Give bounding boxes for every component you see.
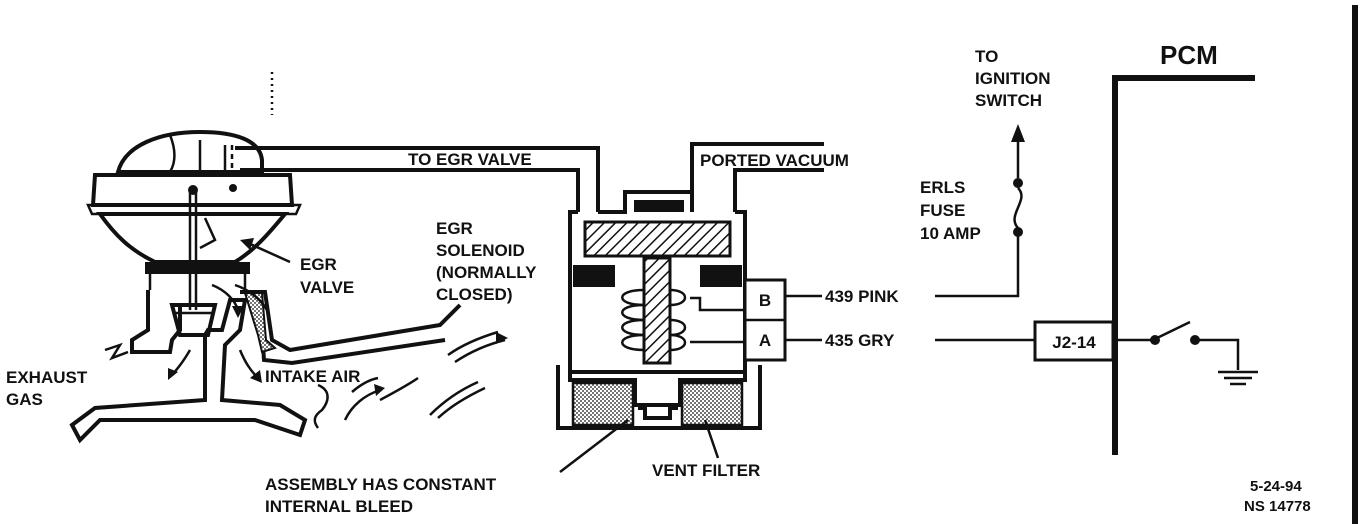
flow-arrows xyxy=(104,72,508,429)
egr-solenoid-label-1: EGR xyxy=(436,219,473,238)
erls-fuse-label-3: 10 AMP xyxy=(920,224,981,243)
connector-label: J2-14 xyxy=(1052,333,1096,352)
vent-filter-left xyxy=(571,381,635,427)
exhaust-gas-label-2: GAS xyxy=(6,390,43,409)
up-arrow-icon xyxy=(1011,124,1025,142)
intake-passage xyxy=(240,290,462,366)
egr-solenoid-label-2: SOLENOID xyxy=(436,241,525,260)
egr-solenoid-label-4: CLOSED) xyxy=(436,285,513,304)
egr-solenoid: B A xyxy=(556,190,787,430)
wire-pink-label: 439 PINK xyxy=(825,287,899,306)
assembly-bleed-label-1: ASSEMBLY HAS CONSTANT xyxy=(265,475,497,494)
to-ignition-label-1: TO xyxy=(975,47,998,66)
date-label: 5-24-94 xyxy=(1250,478,1302,495)
wire-439-pink xyxy=(785,236,1020,298)
terminal-a-label: A xyxy=(759,331,771,350)
solenoid-plunger xyxy=(642,256,672,365)
exhaust-passage xyxy=(69,290,308,444)
vacuum-hose-ported xyxy=(690,142,824,212)
intake-air-label: INTAKE AIR xyxy=(265,367,360,386)
solenoid-armature xyxy=(583,220,732,258)
vent-filter-label: VENT FILTER xyxy=(652,461,760,480)
ref-number-label: NS 14778 xyxy=(1244,498,1311,515)
pcm xyxy=(1112,75,1258,455)
ported-vacuum-label: PORTED VACUUM xyxy=(700,151,849,170)
pcm-connector: J2-14 xyxy=(1033,320,1115,362)
wire-gry-label: 435 GRY xyxy=(825,331,895,350)
to-ignition-label-2: IGNITION xyxy=(975,69,1051,88)
bottom-leaders xyxy=(559,419,720,473)
ground-icon xyxy=(1218,370,1258,386)
terminal-b-label: B xyxy=(759,291,771,310)
egr-valve xyxy=(86,129,302,337)
pcm-switch xyxy=(1156,320,1191,340)
egr-valve-label-1: EGR xyxy=(300,255,337,274)
vacuum-hose-to-egr xyxy=(235,146,600,212)
solenoid-coil xyxy=(621,288,745,352)
pcm-label: PCM xyxy=(1160,40,1218,70)
egr-solenoid-label-3: (NORMALLY xyxy=(436,263,537,282)
egr-valve-label-2: VALVE xyxy=(300,278,354,297)
to-egr-valve-label: TO EGR VALVE xyxy=(408,150,532,169)
erls-fuse-label-2: FUSE xyxy=(920,201,965,220)
vent-filter-right xyxy=(680,381,744,427)
erls-fuse-label-1: ERLS xyxy=(920,178,965,197)
egr-valve-leader xyxy=(240,238,291,264)
to-ignition-label-3: SWITCH xyxy=(975,91,1042,110)
erls-fuse xyxy=(1011,124,1025,237)
assembly-bleed-label-2: INTERNAL BLEED xyxy=(265,497,413,516)
exhaust-gas-label-1: EXHAUST xyxy=(6,368,88,387)
